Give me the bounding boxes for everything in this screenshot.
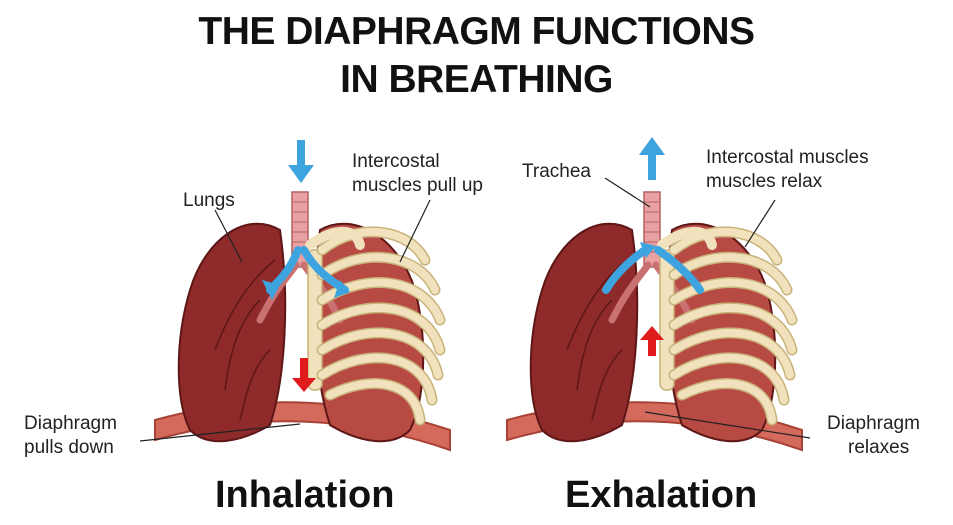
label-trachea: Trachea bbox=[522, 161, 591, 182]
label-diaphragm-inhale-2: pulls down bbox=[24, 437, 114, 458]
label-intercostal-exhale-2: muscles relax bbox=[706, 171, 823, 192]
label-intercostal-inhale-1: Intercostal bbox=[352, 151, 440, 172]
leader-diaphragm-exhale bbox=[644, 411, 811, 439]
label-lungs: Lungs bbox=[183, 190, 235, 211]
label-diaphragm-inhale-1: Diaphragm bbox=[24, 413, 117, 434]
inhalation-air-arrow bbox=[288, 140, 314, 183]
label-diaphragm-exhale-2: relaxes bbox=[848, 437, 910, 458]
page-title-line-1: THE DIAPHRAGM FUNCTIONS bbox=[198, 10, 755, 53]
caption-exhalation: Exhalation bbox=[565, 474, 758, 516]
leader-intercostal-inhale bbox=[399, 199, 431, 263]
label-intercostal-inhale-2: muscles pull up bbox=[352, 175, 483, 196]
inhalation-chest bbox=[155, 192, 450, 450]
exhalation-chest bbox=[507, 192, 802, 450]
exhalation-diaphragm-arrow bbox=[640, 326, 664, 356]
exhalation-right-air-arrow bbox=[654, 246, 704, 294]
leader-lungs bbox=[214, 209, 243, 263]
inhalation-diaphragm-arrow bbox=[292, 358, 316, 392]
label-diaphragm-exhale-1: Diaphragm bbox=[827, 413, 920, 434]
caption-inhalation: Inhalation bbox=[215, 474, 395, 516]
leader-diaphragm-inhale bbox=[139, 423, 301, 442]
label-intercostal-exhale-1: Intercostal muscles bbox=[706, 147, 869, 168]
page-title-line-2: IN BREATHING bbox=[340, 58, 613, 101]
leader-trachea bbox=[604, 177, 651, 208]
exhalation-air-arrow bbox=[639, 137, 665, 180]
leader-intercostal-exhale bbox=[744, 199, 776, 248]
